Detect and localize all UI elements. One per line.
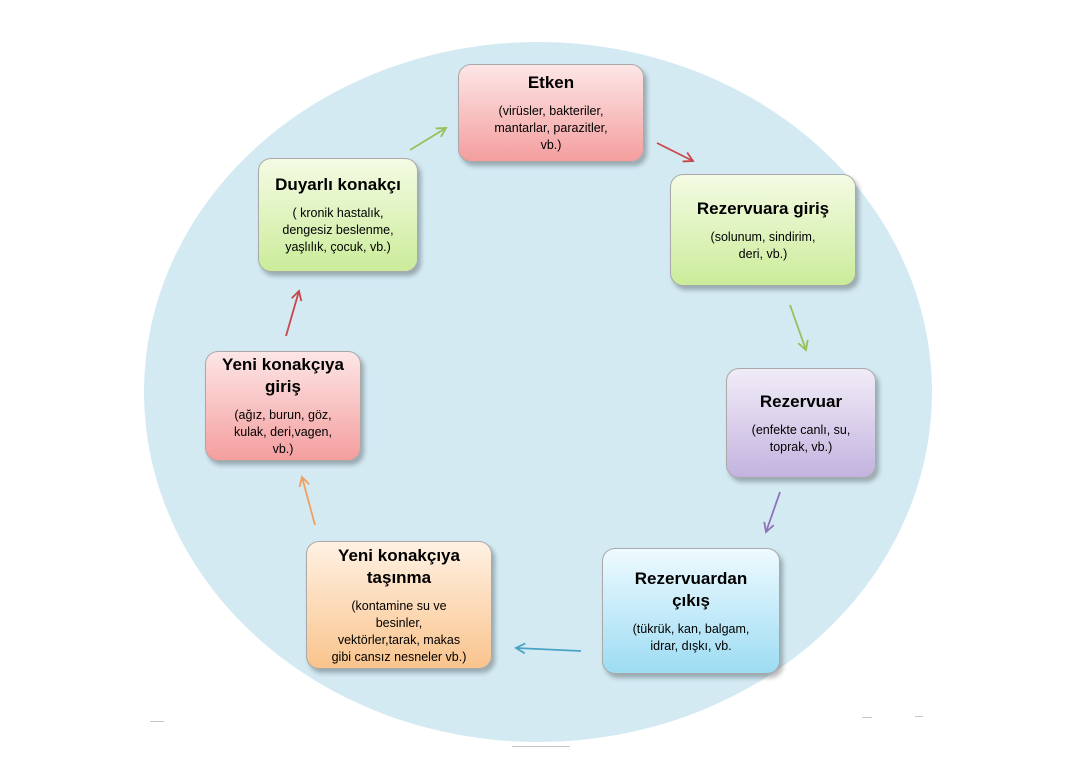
node-rezervuara-giris-description: (solunum, sindirim,deri, vb.): [710, 229, 816, 261]
arrow-tasinma-to-yeni-konakciya-giris: [298, 475, 316, 526]
node-rezervuara-giris-title: Rezervuara giriş: [696, 198, 830, 218]
faint-divider: [862, 717, 872, 718]
node-rezervuar: Rezervuar (enfekte canlı, su,toprak, vb.…: [726, 368, 876, 478]
faint-divider: [150, 721, 164, 722]
node-rezervuar-title: Rezervuar: [759, 391, 843, 411]
node-rezervuar-description: (enfekte canlı, su,toprak, vb.): [751, 422, 851, 454]
arrow-duyarli-konakci-to-etken: [409, 127, 448, 151]
faint-divider: [915, 716, 923, 717]
node-etken-description: (virüsler, bakteriler,mantarlar, parazit…: [494, 104, 608, 152]
node-duyarli-konakci-description: ( kronik hastalık,dengesiz beslenme,yaşl…: [282, 206, 394, 254]
node-duyarli-konakci: Duyarlı konakçı ( kronik hastalık,denges…: [258, 158, 418, 272]
arrow-etken-to-rezervuara-giris: [656, 142, 695, 163]
node-yeni-konakciya-giris-description: (ağız, burun, göz,kulak, deri,vagen,vb.): [234, 408, 332, 456]
arrow-rezervuardan-cikis-to-tasinma: [514, 642, 582, 655]
node-duyarli-konakci-title: Duyarlı konakçı: [275, 175, 401, 194]
node-rezervuardan-cikis-description: (tükrük, kan, balgam,idrar, dışkı, vb.: [632, 621, 750, 653]
arrow-rezervuar-to-rezervuardan-cikis: [763, 491, 781, 534]
node-etken: Etken (virüsler, bakteriler,mantarlar, p…: [458, 64, 644, 162]
faint-divider: [512, 746, 570, 747]
node-etken-title: Etken: [527, 73, 575, 92]
arrow-yeni-konakciya-giris-to-duyarli-konakci: [285, 289, 303, 337]
node-rezervuara-giris: Rezervuara giriş (solunum, sindirim,deri…: [670, 174, 856, 286]
arrow-rezervuara-giris-to-rezervuar: [789, 304, 809, 352]
